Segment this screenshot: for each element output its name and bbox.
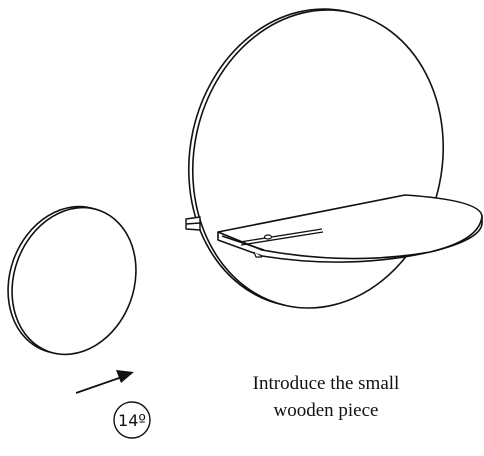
large-round-panel <box>187 8 445 309</box>
small-wooden-disc <box>7 205 137 356</box>
shelf-tab <box>185 216 201 231</box>
instruction-caption: Introduce the small wooden piece <box>253 373 400 421</box>
step-badge-circle <box>113 401 151 439</box>
arrow-right-up-icon <box>75 370 134 394</box>
step-number: 14º <box>118 411 146 430</box>
half-round-shelf <box>217 194 483 263</box>
instruction-line-1: Introduce the small <box>253 373 400 394</box>
instruction-line-2: wooden piece <box>274 400 379 421</box>
step-badge: 14º <box>113 401 151 439</box>
